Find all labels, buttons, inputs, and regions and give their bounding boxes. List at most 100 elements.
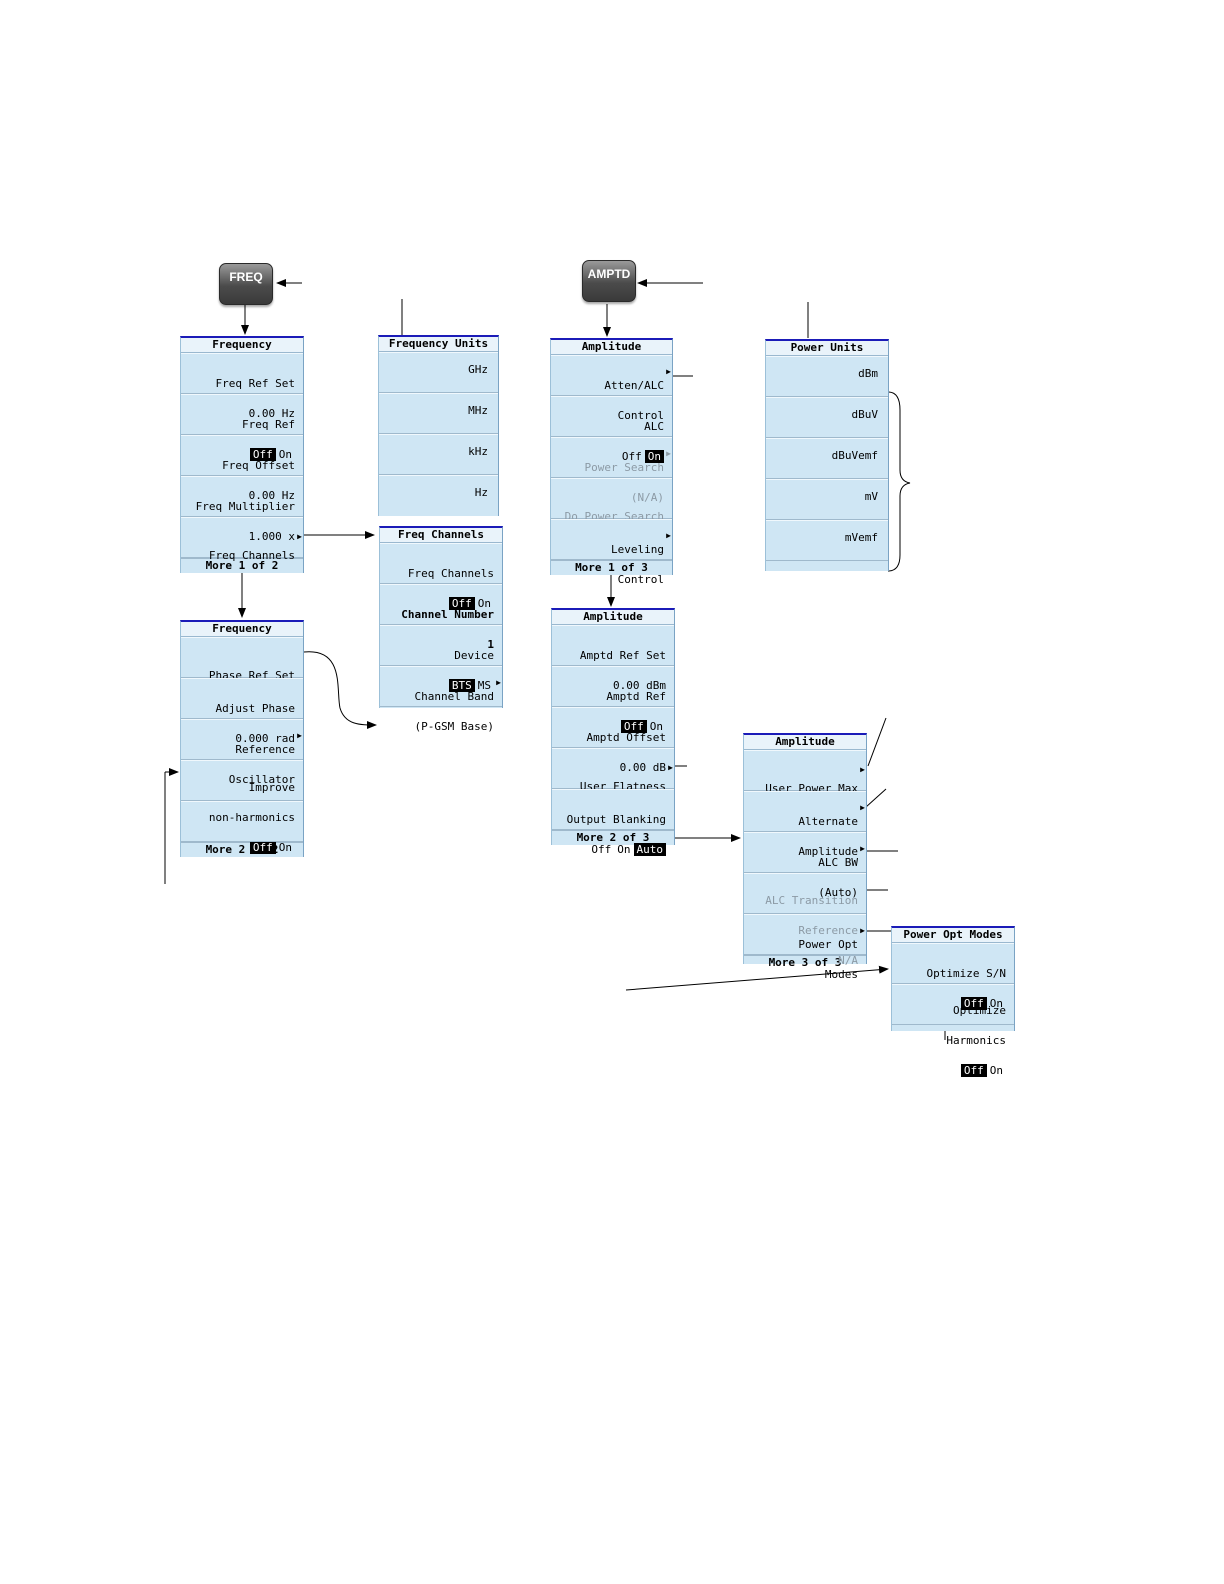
amptd-hardkey-label: AMPTD [587, 267, 631, 281]
toggle-on: On [989, 997, 1003, 1010]
more-page-indicator[interactable]: More 1 of 3 [551, 560, 672, 575]
key-label: Channel Band [414, 690, 494, 703]
dbm-key[interactable]: dBm [766, 356, 888, 397]
key-label: Freq Ref [242, 418, 295, 431]
key-label-line2: Control [617, 573, 664, 586]
toggle-on: On [649, 720, 663, 733]
submenu-arrow-icon: ▶ [860, 926, 865, 935]
key-label-line2: Control [617, 409, 664, 422]
toggle-off: Off [621, 450, 642, 463]
amplitude-menu-page-3: Amplitude User Power Max ▶ Alternate Amp… [743, 733, 867, 980]
submenu-arrow-icon: ▶ [666, 449, 671, 458]
dbuv-key[interactable]: dBuV [766, 397, 888, 438]
toggle-on: On [989, 1064, 1003, 1077]
toggle-auto-selected: Auto [633, 843, 666, 856]
alternate-amplitude-key[interactable]: Alternate Amplitude ▶ [744, 791, 866, 857]
reference-oscillator-key[interactable]: Reference Oscillator ▶ [181, 719, 303, 785]
freq-multiplier-key[interactable]: Freq Multiplier 1.000 x [181, 476, 303, 542]
key-value: 0.00 dB [619, 761, 666, 774]
key-label: Atten/ALC [604, 379, 664, 392]
key-value: 0.00 dBm [613, 679, 666, 692]
key-label: Freq Ref Set [215, 377, 295, 390]
frequency-units-menu: Frequency Units GHz MHz kHz Hz [378, 335, 499, 516]
freq-hardkey-label: FREQ [229, 270, 263, 284]
power-search-key[interactable]: Power Search (N/A) ▶ [551, 437, 672, 503]
alc-transition-reference-key[interactable]: ALC Transition Reference N/A [744, 873, 866, 966]
mhz-key[interactable]: MHz [379, 393, 498, 434]
submenu-arrow-icon: ▶ [668, 763, 673, 772]
submenu-arrow-icon: ▶ [860, 844, 865, 853]
more-page-indicator[interactable]: More 2 of 3 [552, 830, 674, 845]
menu-title: Power Units [766, 341, 888, 356]
freq-channels-key[interactable]: Freq Channels ▶ [181, 517, 303, 561]
key-label: Output Blanking [566, 813, 666, 826]
key-value: 0.00 Hz [248, 489, 295, 502]
freq-hardkey[interactable]: FREQ [219, 263, 273, 305]
key-label: ALC [644, 420, 664, 433]
key-label-line2: Reference [798, 924, 858, 937]
khz-key[interactable]: kHz [379, 434, 498, 475]
amptd-ref-set-key[interactable]: Amptd Ref Set 0.00 dBm [552, 625, 674, 691]
power-units-menu: Power Units dBm dBuV dBuVemf mV mVemf [765, 339, 889, 571]
menu-title: Frequency [181, 622, 303, 637]
atten-alc-control-key[interactable]: Atten/ALC Control ▶ [551, 355, 672, 421]
key-label: Improve [248, 781, 295, 794]
submenu-arrow-icon: ▶ [860, 765, 865, 774]
amptd-hardkey[interactable]: AMPTD [582, 260, 636, 302]
amplitude-menu-page-2: Amplitude Amptd Ref Set 0.00 dBm Amptd R… [551, 608, 675, 856]
key-label: Freq Channels [407, 567, 494, 580]
dbuvemf-key[interactable]: dBuVemf [766, 438, 888, 479]
toggle-off-selected: Off [960, 997, 987, 1010]
phase-ref-set-key[interactable]: Phase Ref Set [181, 637, 303, 681]
key-label-line2: Harmonics [946, 1034, 1006, 1047]
user-flatness-key[interactable]: User Flatness ▶ [552, 748, 674, 793]
mvemf-key[interactable]: mVemf [766, 520, 888, 561]
key-label: User Power Max [765, 782, 858, 795]
submenu-arrow-icon: ▶ [297, 731, 302, 740]
freq-ref-set-key[interactable]: Freq Ref Set 0.00 Hz [181, 353, 303, 419]
key-label: Amptd Ref [606, 690, 666, 703]
more-page-indicator[interactable]: More 3 of 3 [744, 955, 866, 970]
alc-bw-key[interactable]: ALC BW (Auto) ▶ [744, 832, 866, 898]
channel-band-key[interactable]: Channel Band (P-GSM Base) ▶ [380, 666, 502, 732]
more-page-indicator[interactable]: More 1 of 2 [181, 558, 303, 573]
freq-offset-key[interactable]: Freq Offset 0.00 Hz [181, 435, 303, 501]
key-label: Reference [235, 743, 295, 756]
leveling-control-key[interactable]: Leveling Control ▶ [551, 519, 672, 585]
ghz-key[interactable]: GHz [379, 352, 498, 393]
key-label: Channel Number [401, 608, 494, 621]
submenu-arrow-icon: ▶ [666, 367, 671, 376]
blank-key[interactable] [181, 801, 303, 842]
menu-title: Frequency Units [379, 337, 498, 352]
toggle-off-selected: Off [249, 841, 276, 854]
adjust-phase-key[interactable]: Adjust Phase 0.000 rad [181, 678, 303, 744]
amptd-offset-key[interactable]: Amptd Offset 0.00 dB [552, 707, 674, 773]
hz-key[interactable]: Hz [379, 475, 498, 516]
mv-key[interactable]: mV [766, 479, 888, 520]
channel-number-key[interactable]: Channel Number 1 [380, 584, 502, 650]
key-label: Leveling [611, 543, 664, 556]
key-label: Optimize [953, 1004, 1006, 1017]
do-power-search-key[interactable]: Do Power Search [551, 478, 672, 522]
key-label: Power Opt [798, 938, 858, 951]
menu-title: Freq Channels [380, 528, 502, 543]
frequency-menu-page-1: Frequency Freq Ref Set 0.00 Hz Freq Ref … [180, 336, 304, 573]
key-label: User Flatness [579, 780, 666, 793]
submenu-arrow-icon: ▶ [496, 678, 501, 687]
key-label-line2: Modes [824, 968, 858, 981]
key-label: Adjust Phase [215, 702, 295, 715]
key-label: ALC Transition [765, 894, 858, 907]
power-opt-modes-key[interactable]: Power Opt Modes ▶ [744, 914, 866, 980]
user-power-max-key[interactable]: User Power Max ▶ [744, 750, 866, 795]
menu-title: Amplitude [552, 610, 674, 625]
